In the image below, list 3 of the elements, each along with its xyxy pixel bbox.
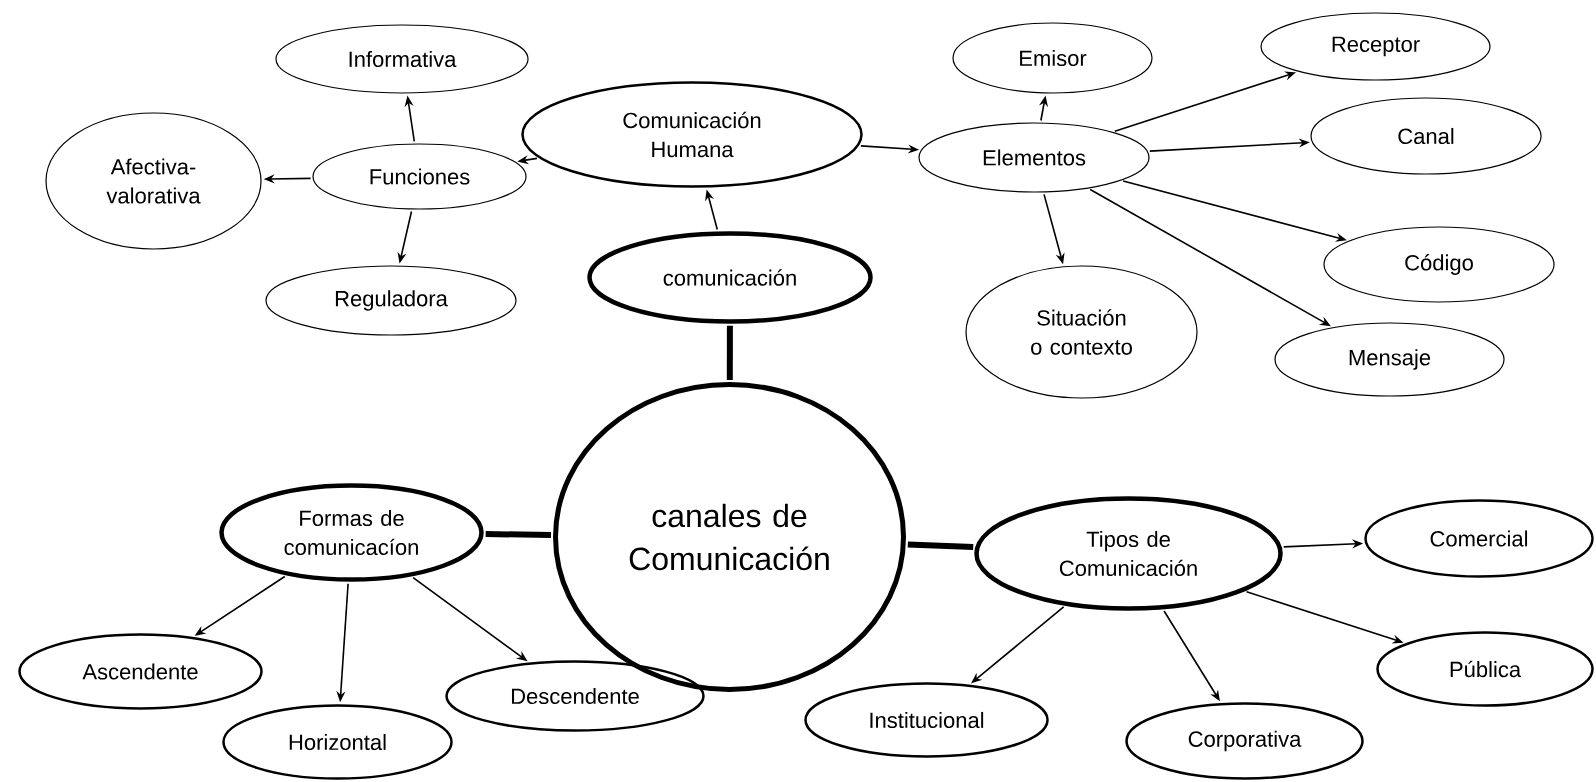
connector-line <box>907 541 974 551</box>
connector-line <box>485 531 552 538</box>
connector-line <box>726 325 733 381</box>
